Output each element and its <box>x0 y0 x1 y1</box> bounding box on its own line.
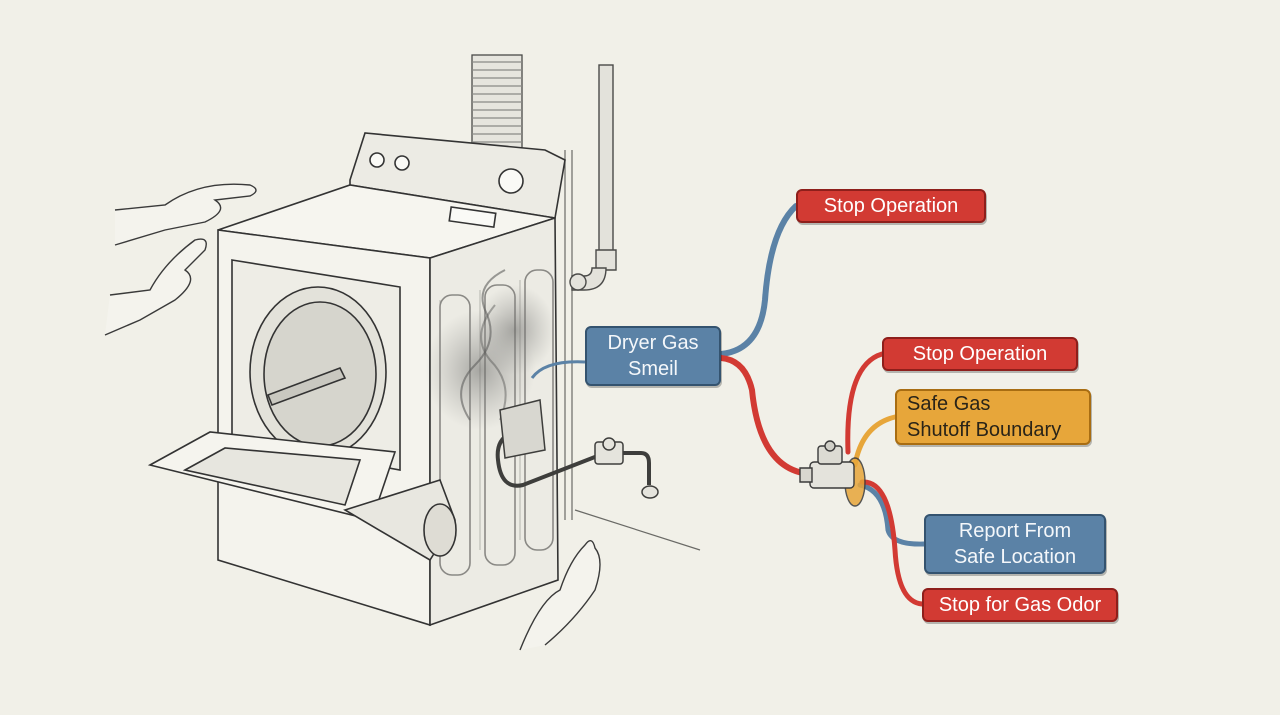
exhaust-duct <box>471 54 523 151</box>
gas-supply-pipe <box>569 64 617 291</box>
stop-operation-top-label: Stop Operation <box>796 189 986 223</box>
flow-connectors <box>718 203 927 607</box>
smell-pointer <box>530 360 586 379</box>
stop-operation-mid-label: Stop Operation <box>882 337 1078 371</box>
gas-smoke <box>425 269 555 430</box>
hands-sketch <box>104 183 601 651</box>
gas-connector <box>495 399 659 499</box>
safe-gas-shutoff-label: Safe Gas Shutoff Boundary <box>895 389 1091 445</box>
stop-for-gas-odor-label: Stop for Gas Odor <box>922 588 1118 622</box>
room-corner <box>564 150 701 551</box>
report-safe-location-label: Report From Safe Location <box>924 514 1106 574</box>
shutoff-valve-diagram <box>799 440 866 507</box>
dryer-gas-smell-label: Dryer Gas Smeil <box>585 326 721 386</box>
